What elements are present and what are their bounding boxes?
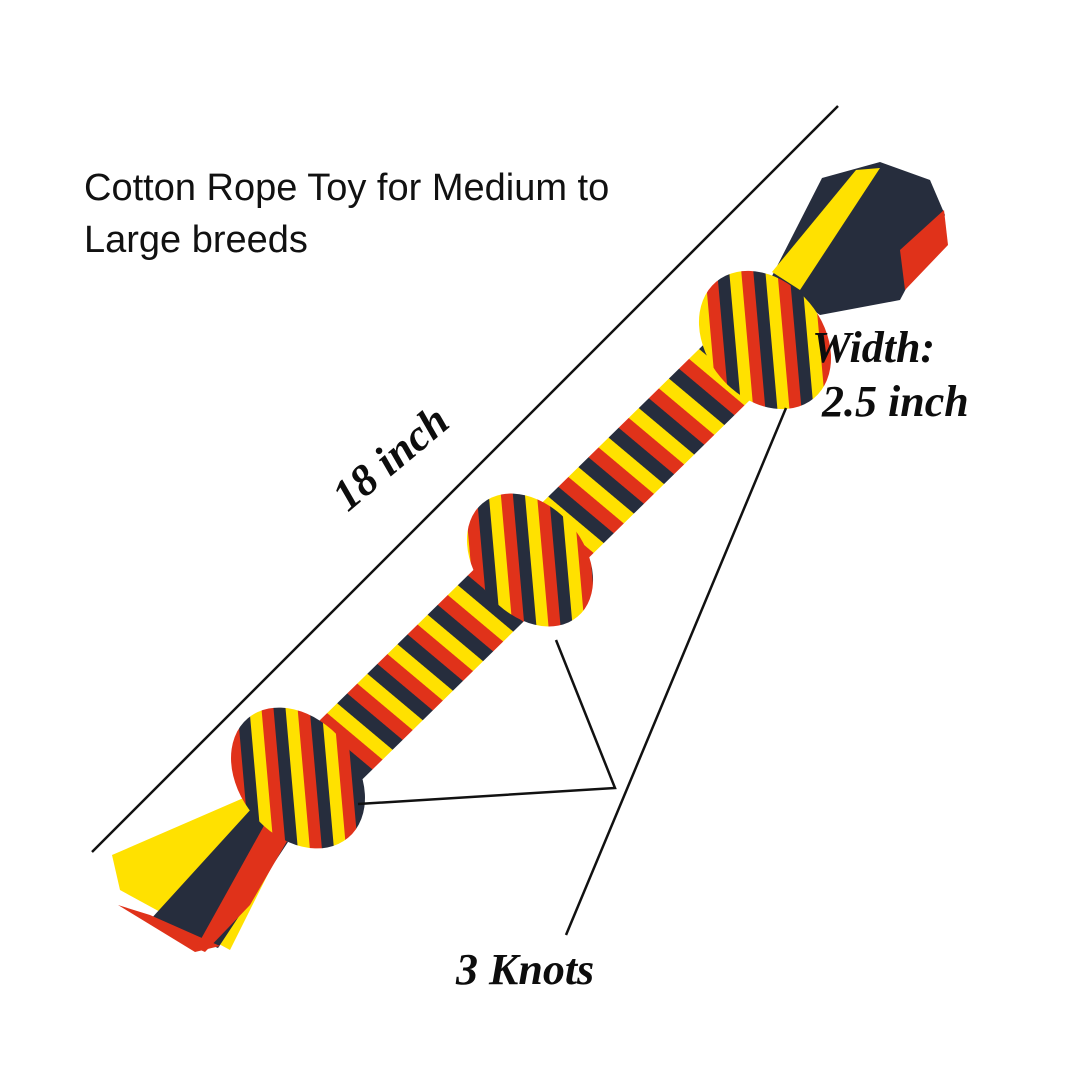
knot-3 — [698, 270, 832, 410]
knots-callout-line — [357, 639, 617, 806]
product-title-line-1: Cotton Rope Toy for Medium to — [84, 167, 610, 209]
width-value: 2.5 inch — [822, 377, 969, 426]
product-title: Cotton Rope Toy for Medium to Large bree… — [84, 162, 744, 266]
knots-callout-line-2 — [564, 407, 788, 936]
product-title-line-2: Large breeds — [84, 219, 308, 261]
width-label: Width: — [812, 323, 936, 372]
knot-2 — [466, 493, 594, 627]
knot-1 — [231, 707, 365, 849]
knots-label: 3 Knots — [456, 945, 595, 994]
frayed-end-bottom — [112, 790, 290, 952]
frayed-end-top — [770, 162, 948, 315]
length-dimension-line — [91, 105, 839, 853]
